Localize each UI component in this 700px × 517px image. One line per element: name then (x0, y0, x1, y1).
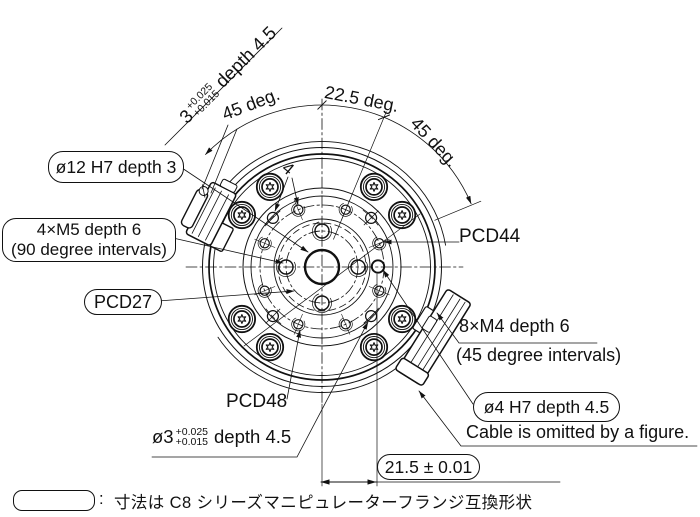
slot-dimension-lines (164, 27, 283, 194)
pin-holes-hatched (265, 210, 379, 324)
m4-holes (254, 199, 390, 335)
pin3-prefix: ø3 (152, 426, 174, 447)
callout-pcd27: PCD27 (84, 289, 162, 315)
flange-linework (151, 27, 698, 487)
pin3-suffix: depth 4.5 (214, 426, 292, 447)
callout-pin4-text: ø4 H7 depth 4.5 (483, 396, 610, 417)
label-pcd44: PCD44 (459, 226, 521, 247)
label-pcd48: PCD48 (226, 391, 288, 412)
pin3-tol-lower: +0.015 (175, 436, 209, 448)
label-m4-line1: 8×M4 depth 6 (459, 316, 570, 336)
label-m4-line2: (45 degree intervals) (456, 345, 622, 365)
legend-colon: : (99, 490, 104, 508)
angle-dimension-arc (205, 100, 472, 205)
callout-center-hole-text: ø12 H7 depth 3 (55, 156, 177, 177)
legend-symbol-box (13, 490, 95, 511)
callout-m5-line2: (90 degree intervals) (11, 240, 167, 259)
left-connector (180, 178, 238, 252)
dowel-hole-04 (370, 259, 386, 274)
pin3-tol-upper: +0.025 (175, 426, 209, 438)
callout-m5-line1: 4×M5 depth 6 (36, 220, 142, 239)
callout-m5-holes: 4×M5 depth 6 (90 degree intervals) (2, 218, 176, 262)
callout-offset-dimension: 21.5 ± 0.01 (377, 454, 480, 480)
offset-dimension-text: 21.5 ± 0.01 (384, 456, 473, 477)
pin3-tolerance-stack: +0.025 +0.015 (175, 426, 209, 448)
callout-center-hole: ø12 H7 depth 3 (48, 151, 184, 183)
label-cable-note: Cable is omitted by a figure. (466, 422, 690, 442)
label-pin3-dimension: ø3 +0.025 +0.015 depth 4.5 (152, 426, 291, 448)
callout-pin4: ø4 H7 depth 4.5 (473, 392, 620, 422)
right-connector (395, 289, 471, 386)
callout-pcd27-text: PCD27 (93, 291, 153, 312)
centerlines (185, 98, 482, 487)
legend-note: 寸法は C8 シリーズマニピュレーターフランジ互換形状 (114, 494, 533, 512)
leader-lines (151, 167, 698, 458)
